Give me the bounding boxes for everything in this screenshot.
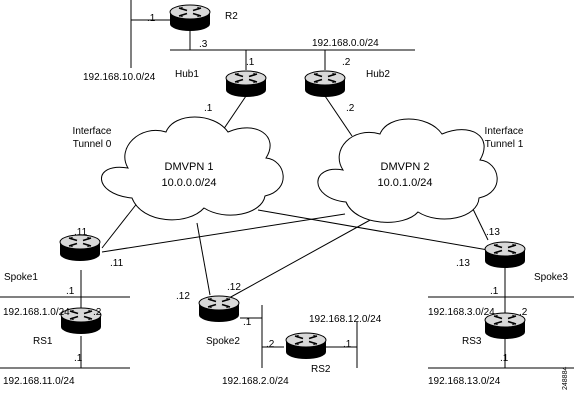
r2-label: R2 [225,11,238,22]
r2-router-icon [169,4,211,32]
spoke2-label: Spoke2 [206,336,240,347]
rs1-down-host-id: .1 [74,353,83,364]
tunnel0-label-line2: Tunnel 0 [72,139,112,150]
spoke1-router-icon [59,234,101,262]
rs3-up-host-id: .2 [519,307,528,318]
hub1-label: Hub1 [175,69,199,80]
spoke3-tunnel-host-id-a: .13 [486,227,500,238]
network-192-168-10: 192.168.10.0/24 [83,72,156,83]
hub1-router-icon [225,70,267,98]
network-192-168-11: 192.168.11.0/24 [3,376,75,387]
spoke3-label: Spoke3 [534,272,568,283]
spoke1-tunnel-host-id-b: .11 [110,258,124,269]
network-192-168-0: 192.168.0.0/24 [312,38,379,49]
spoke2-tunnel-host-id-a: .12 [176,291,190,302]
rs2-router-icon [285,332,327,360]
hub2-lan-host-id: .2 [342,57,351,68]
rs1-up-host-id: .2 [93,307,102,318]
hub1-tunnel-host-id: .1 [204,103,213,114]
dmvpn2-subnet: 10.0.1.0/24 [377,177,433,189]
dmvpn2-name: DMVPN 2 [380,161,430,173]
tunnel-links [101,95,489,299]
network-192-168-3: 192.168.3.0/24 [428,307,495,318]
spoke2-lan-host-id: .1 [243,317,252,328]
figure-id: 248884 [562,366,569,390]
r2-left-host-id: .1 [147,13,156,24]
spoke1-lan-host-id: .1 [66,286,75,297]
rs2-label: RS2 [311,364,331,375]
lan-segments [0,0,574,369]
hub1-lan-host-id: .1 [246,57,255,68]
rs2-left-host-id: .2 [266,339,275,350]
network-192-168-13: 192.168.13.0/24 [428,376,501,387]
rs3-label: RS3 [462,336,482,347]
spoke3-lan-host-id: .1 [490,286,499,297]
spoke1-tunnel-host-id-a: .11 [74,227,88,238]
network-192-168-2: 192.168.2.0/24 [222,376,289,387]
network-192-168-12: 192.168.12.0/24 [309,314,382,325]
dmvpn1-subnet: 10.0.0.0/24 [161,177,217,189]
spoke3-tunnel-host-id-b: .13 [456,258,470,269]
spoke2-tunnel-host-id-b: .12 [227,282,241,293]
dmvpn1-cloud [101,116,284,221]
hub2-label: Hub2 [366,69,390,80]
spoke1-label: Spoke1 [4,272,38,283]
tunnel0-label-line1: Interface [72,126,112,137]
rs1-label: RS1 [33,336,53,347]
r2-down-host-id: .3 [199,39,208,50]
network-192-168-1: 192.168.1.0/24 [3,307,70,318]
rs2-right-host-id: .1 [343,339,352,350]
tunnel1-label-line2: Tunnel 1 [484,139,524,150]
hub2-router-icon [304,70,346,98]
tunnel1-label-line1: Interface [484,126,524,137]
hub2-tunnel-host-id: .2 [346,103,355,114]
dmvpn1-name: DMVPN 1 [164,161,214,173]
rs3-down-host-id: .1 [500,353,509,364]
spoke2-router-icon [198,295,240,323]
dmvpn2-cloud [317,118,498,223]
spoke3-router-icon [484,241,526,269]
